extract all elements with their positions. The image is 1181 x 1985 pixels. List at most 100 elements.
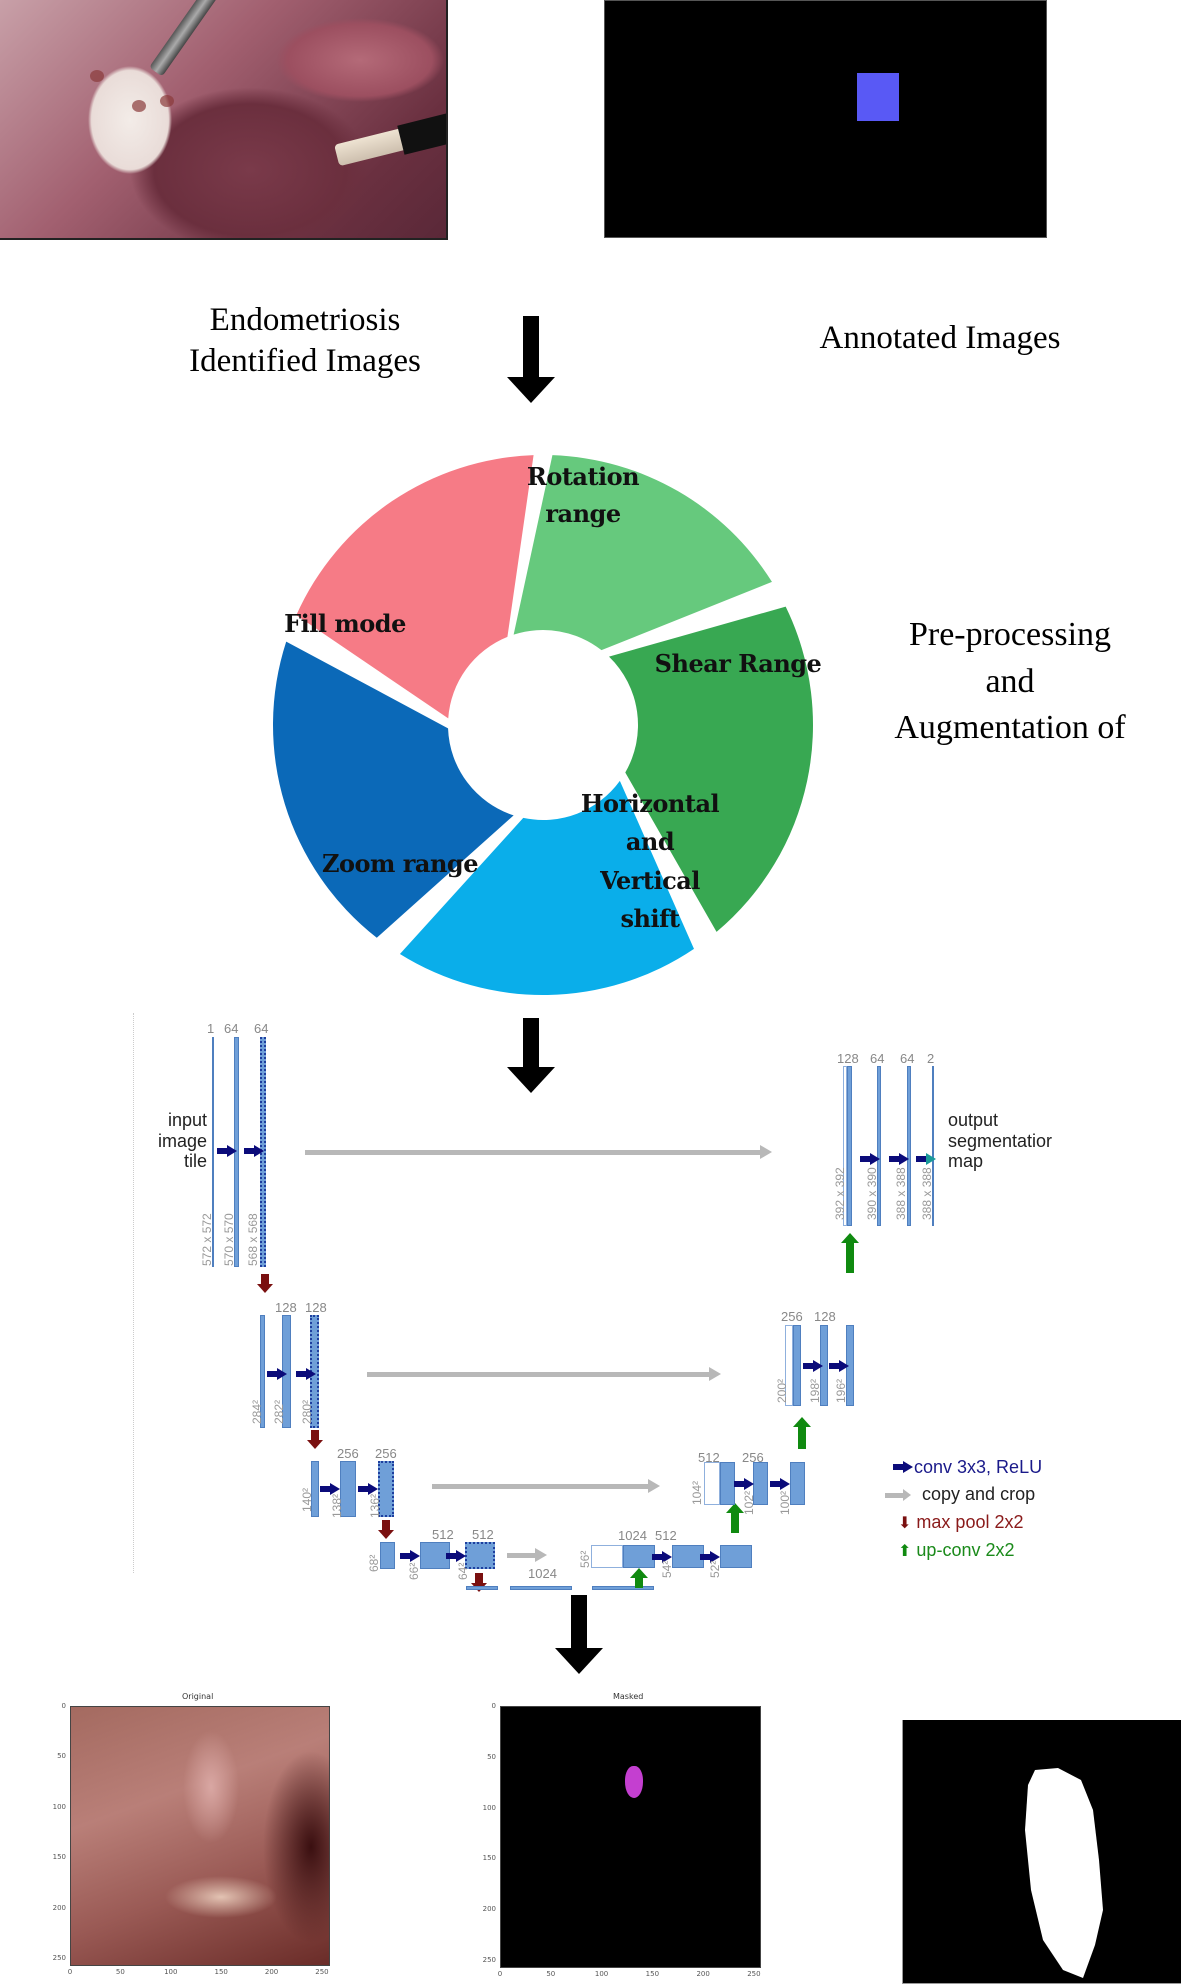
- copy-crop-arrow-icon: [507, 1548, 547, 1562]
- flow-down-arrow-icon: [507, 316, 555, 404]
- feature-size: 388 x 388: [894, 1167, 908, 1220]
- x-tick-label: 100: [594, 1970, 609, 1978]
- right-arrow-icon: [893, 1461, 913, 1473]
- conv-arrow-icon: [860, 1153, 880, 1165]
- label-line: Vertical: [600, 865, 700, 895]
- donut-segment-horizontal-vertical-shift: [399, 780, 694, 995]
- feature-size: 280²: [300, 1399, 314, 1424]
- donut-label-zoom-range: Zoom range: [310, 845, 490, 882]
- feature-size: 64²: [456, 1562, 470, 1580]
- max-pool-arrow-icon: [307, 1430, 323, 1449]
- conv-arrow-icon: [244, 1145, 264, 1157]
- original-plot: Original: [0, 1680, 340, 1985]
- down-arrow-icon: ⬇: [898, 1515, 912, 1532]
- x-tick-label: 100: [164, 1968, 178, 1976]
- conv-arrow-icon: [217, 1145, 237, 1157]
- masked-plot: Masked: [460, 1680, 780, 1985]
- x-tick-label: 50: [546, 1970, 556, 1978]
- donut-segment-zoom-range: [273, 641, 514, 938]
- channel-count: 1024: [618, 1528, 647, 1543]
- plot-title: Original: [182, 1692, 214, 1701]
- feature-size: 196²: [834, 1378, 848, 1403]
- label-line: Zoom range: [322, 849, 478, 878]
- feature-size: 52²: [708, 1560, 722, 1578]
- up-conv-arrow-icon: [793, 1417, 811, 1449]
- annotated-images-caption: Annotated Images: [819, 320, 1061, 356]
- label-line: range: [545, 499, 621, 529]
- legend-max-pool: ⬇ max pool 2x2: [898, 1512, 1023, 1533]
- copy-crop-arrow-icon: [367, 1367, 721, 1381]
- surgical-instrument: [149, 0, 220, 77]
- channel-count: 512: [698, 1450, 720, 1465]
- lesion-mask-region: [625, 1766, 643, 1798]
- feature-map: [340, 1461, 356, 1517]
- conv-arrow-icon: [446, 1550, 466, 1562]
- augmentation-donut-chart: [273, 455, 813, 995]
- donut-segment-rotation-range: [513, 455, 772, 651]
- feature-size: 390 x 390: [865, 1167, 879, 1220]
- channel-count: 1: [207, 1021, 215, 1036]
- annotated-mask-image: [604, 0, 1047, 238]
- label-line: and: [625, 827, 675, 857]
- x-tick-label: 0: [67, 1968, 73, 1976]
- channel-count: 128: [305, 1300, 327, 1315]
- up-arrow-icon: ⬆: [898, 1543, 912, 1560]
- feature-map: [212, 1037, 214, 1267]
- legend-up-conv: ⬆ up-conv 2x2: [898, 1540, 1014, 1561]
- feature-map: [790, 1462, 805, 1505]
- channel-count: 64: [870, 1051, 885, 1066]
- feature-map-cropped: [465, 1542, 495, 1569]
- channel-count: 128: [814, 1309, 836, 1324]
- output-conv-arrow-icon: [916, 1153, 936, 1165]
- y-tick-label: 0: [61, 1702, 66, 1710]
- channel-count: 256: [375, 1446, 397, 1461]
- x-tick-label: 150: [214, 1968, 228, 1976]
- feature-map-copied: [785, 1325, 793, 1406]
- feature-size: 102²: [742, 1490, 756, 1515]
- feature-size: 200²: [775, 1378, 789, 1403]
- feature-size: 104²: [690, 1480, 704, 1505]
- channel-count: 256: [781, 1309, 803, 1324]
- endometriosis-laparoscopy-image: [0, 0, 448, 240]
- conv-arrow-icon: [296, 1368, 316, 1380]
- y-tick-label: 250: [482, 1955, 496, 1964]
- max-pool-arrow-icon: [257, 1274, 273, 1293]
- lesion-spot: [90, 70, 104, 82]
- channel-count: 512: [432, 1527, 454, 1542]
- y-tick-label: 50: [57, 1752, 66, 1761]
- feature-map: [311, 1461, 319, 1517]
- feature-size: 54²: [660, 1560, 674, 1578]
- channel-count: 128: [837, 1051, 859, 1066]
- masked-image: [500, 1706, 761, 1968]
- flow-down-arrow-icon: [507, 1018, 555, 1094]
- channel-count: 512: [472, 1527, 494, 1542]
- feature-size: 282²: [272, 1399, 286, 1424]
- caption-line: Endometriosis: [209, 302, 401, 338]
- lesion-spot: [132, 100, 146, 112]
- up-conv-arrow-icon: [726, 1503, 744, 1533]
- conv-arrow-icon: [267, 1368, 287, 1380]
- y-tick-label: 100: [52, 1802, 66, 1811]
- original-endoscopy-image: [70, 1706, 330, 1966]
- preprocessing-augmentation-caption: Pre-processing and Augmentation of: [860, 612, 1160, 752]
- feature-map-copied: [591, 1545, 623, 1568]
- channel-count: 64: [900, 1051, 915, 1066]
- channel-count: 256: [742, 1450, 764, 1465]
- feature-map: [877, 1066, 881, 1226]
- unet-architecture-diagram: input image tile 1 64 64 572 x 572 570 x…: [130, 1010, 1080, 1592]
- donut-segment-shear-range: [608, 606, 813, 932]
- feature-size: 136²: [368, 1493, 382, 1518]
- y-tick-label: 150: [52, 1853, 66, 1862]
- feature-map: [420, 1542, 450, 1569]
- y-tick-label: 150: [482, 1854, 496, 1863]
- y-tick-label: 200: [52, 1903, 66, 1912]
- y-tick-label: 100: [482, 1803, 496, 1812]
- channel-count: 256: [337, 1446, 359, 1461]
- label-line: output: [948, 1110, 999, 1130]
- feature-size: 56²: [578, 1550, 592, 1568]
- donut-label-horizontal-vertical-shift: Horizontal and Vertical shift: [575, 785, 725, 939]
- legend-copy-crop: copy and crop: [885, 1484, 1035, 1505]
- feature-size: 66²: [407, 1562, 421, 1580]
- label-line: segmentatior: [948, 1130, 1053, 1151]
- caption-line: Pre-processing: [908, 616, 1112, 653]
